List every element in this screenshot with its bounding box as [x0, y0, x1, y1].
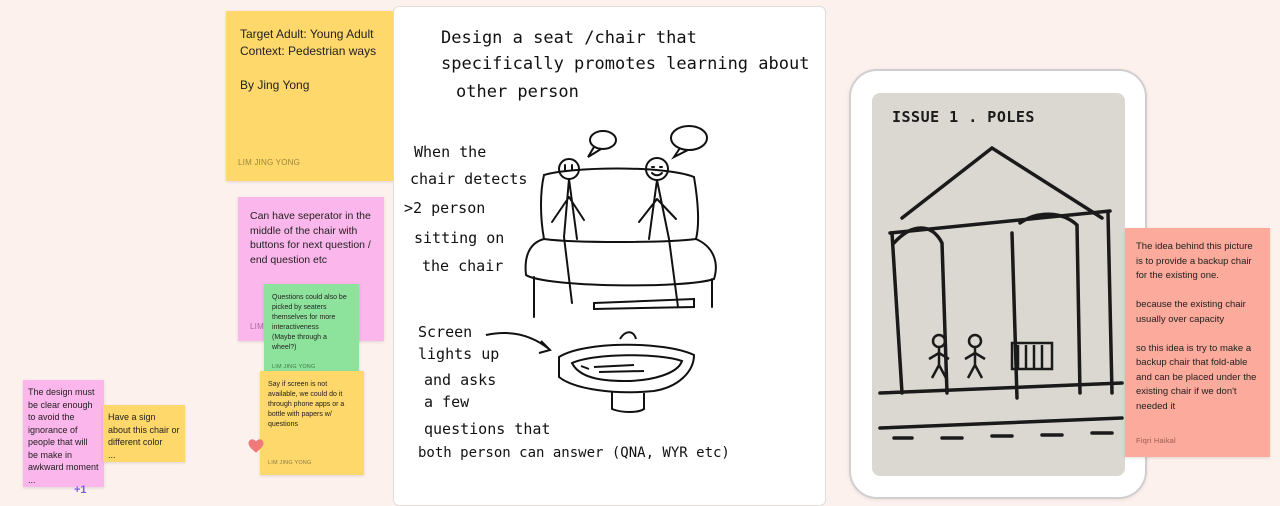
vote-badge[interactable]: +1: [74, 484, 87, 496]
sketch-screen-line: a few: [424, 393, 470, 411]
note-author: Fiqri Haikal: [1136, 436, 1176, 445]
sketch-screen-line: lights up: [418, 345, 499, 363]
sketch-screen-line: Screen: [418, 323, 472, 341]
tablet-image-card[interactable]: ISSUE 1 . POLES: [849, 69, 1147, 499]
sketch-side-line: When the: [414, 143, 486, 161]
sketch-image-card[interactable]: Design a seat /chair that specifically p…: [393, 6, 826, 506]
chair-sketch-drawing: Design a seat /chair that specifically p…: [394, 7, 826, 506]
sketch-screen-line: both person can answer (QNA, WYR etc): [418, 445, 730, 461]
note-author: LIM JING YONG: [268, 460, 311, 466]
screen-table-drawing: [559, 332, 694, 412]
note-author: LIM JING YONG: [272, 364, 315, 370]
sticky-note-header[interactable]: Target Adult: Young Adult Context: Pedes…: [226, 11, 397, 181]
sketch-screen-line: and asks: [424, 371, 496, 389]
note-text: Can have seperator in the middle of the …: [250, 209, 372, 267]
note-text: The design must be clear enough to avoid…: [28, 386, 99, 486]
sketch-side-line: sitting on: [414, 229, 504, 247]
sketch-side-line: chair detects: [410, 170, 527, 188]
tablet-photo: ISSUE 1 . POLES: [872, 93, 1125, 476]
sketch-side-line: the chair: [422, 257, 503, 275]
sketch-screen-line: questions that: [424, 420, 550, 438]
speech-bubble-icon: [588, 131, 616, 157]
note-author: LIM JING YONG: [238, 158, 300, 167]
chair-drawing: [526, 158, 716, 317]
sketch-title-line: other person: [456, 82, 579, 102]
sketch-title-line: specifically promotes learning about: [441, 54, 809, 74]
note-text: Target Adult: Young Adult Context: Pedes…: [240, 26, 383, 94]
sticky-note-questions[interactable]: Questions could also be picked by seater…: [264, 284, 359, 374]
speech-bubble-icon: [671, 126, 707, 157]
sticky-note-screen[interactable]: Say if screen is not available, we could…: [260, 371, 364, 475]
sticky-note-sign[interactable]: Have a sign about this chair or differen…: [103, 405, 185, 462]
note-text: Have a sign about this chair or differen…: [108, 411, 180, 461]
sticky-note-design[interactable]: The design must be clear enough to avoid…: [23, 380, 104, 487]
note-text: The idea behind this picture is to provi…: [1136, 240, 1259, 414]
note-text: Questions could also be picked by seater…: [272, 293, 351, 353]
sketch-side-line: >2 person: [404, 199, 485, 217]
note-text: Say if screen is not available, we could…: [268, 380, 356, 430]
heart-icon[interactable]: [247, 437, 265, 455]
sketch-title-line: Design a seat /chair that: [441, 28, 697, 48]
note-author: LIM: [250, 322, 264, 331]
sticky-note-backup-chair[interactable]: The idea behind this picture is to provi…: [1125, 228, 1270, 457]
bus-shelter-sketch: [872, 93, 1125, 476]
